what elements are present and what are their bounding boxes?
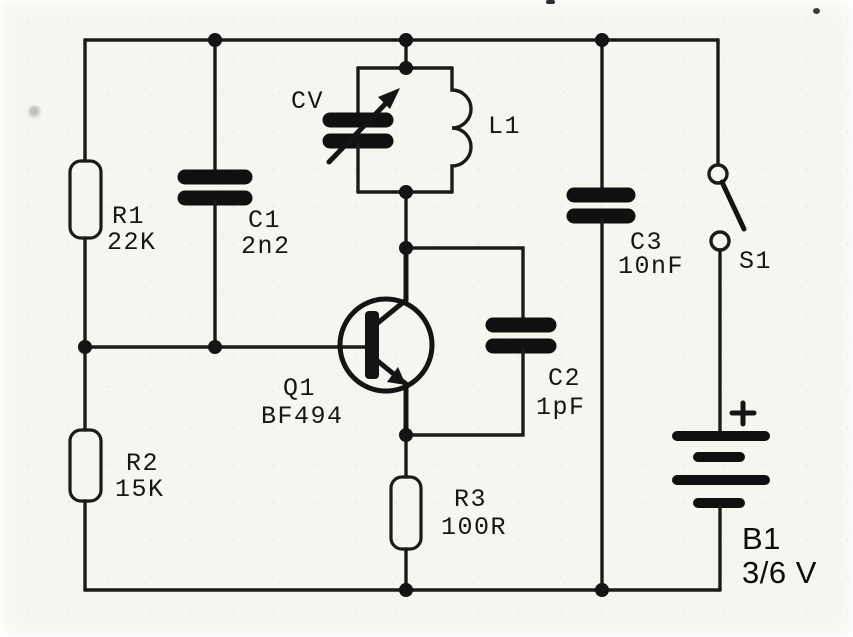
transistor-q1-emitter: [371, 355, 409, 438]
capacitor-c3-value: 10nF: [618, 252, 684, 281]
battery-b1-plus-icon: [729, 400, 757, 427]
transistor-q1-envelope: [337, 296, 435, 394]
junction-dot: [399, 241, 413, 255]
capacitor-c2: C2 1pF: [404, 246, 586, 437]
switch-s1: S1: [707, 163, 772, 276]
capacitor-c2-ref: C2: [548, 364, 581, 393]
capacitor-cv: CV: [291, 66, 400, 194]
junction-dot: [595, 583, 609, 597]
resistor-r1-ref: R1: [112, 202, 145, 231]
resistor-r1: R1 22K: [68, 159, 157, 257]
junction-dot: [399, 583, 413, 597]
resistor-r2-body: [68, 428, 103, 503]
inductor-l1: L1: [450, 66, 521, 194]
resistor-r3-body: [389, 475, 423, 551]
transistor-q1-collector: [371, 245, 409, 329]
junction-dot: [208, 340, 222, 354]
resistor-r3-value: 100R: [441, 513, 507, 542]
scan-smudge-artifact: [27, 105, 43, 119]
scan-speck-artifact: [813, 8, 820, 14]
transistor-q1-ref: Q1: [283, 374, 316, 403]
switch-s1-ref: S1: [739, 247, 772, 276]
capacitor-c3: C3 10nF: [566, 38, 684, 592]
capacitor-c2-value: 1pF: [536, 393, 586, 422]
resistor-r1-value: 22K: [107, 228, 157, 257]
junction-dot: [399, 185, 413, 199]
capacitor-c1-ref: C1: [248, 206, 281, 235]
junction-dots: [78, 33, 609, 597]
resistor-r2-ref: R2: [126, 449, 159, 478]
capacitor-c2-lead-top: [404, 246, 525, 323]
resistor-r2: R2 15K: [68, 428, 165, 504]
transistor-q1-value: BF494: [261, 402, 344, 431]
capacitor-c1: C1 2n2: [177, 38, 291, 349]
capacitor-c3-ref: C3: [630, 228, 663, 257]
capacitor-cv-ref: CV: [291, 87, 324, 116]
transistor-q1-emitter-arrowhead: [387, 367, 406, 385]
junction-dot: [78, 340, 92, 354]
junction-dot: [208, 33, 222, 47]
capacitor-cv-arrow-shaft: [326, 93, 396, 165]
transistor-q1: Q1 BF494: [261, 245, 435, 438]
junction-dot: [595, 33, 609, 47]
switch-s1-contact-top: [707, 163, 729, 185]
capacitor-cv-arrowhead: [378, 88, 400, 109]
switch-s1-blade: [719, 179, 747, 232]
resistor-r2-value: 15K: [115, 475, 165, 504]
battery-b1-ref: B1: [742, 521, 781, 556]
junction-dot: [399, 33, 413, 47]
inductor-l1-coil: [450, 66, 473, 194]
battery-b1: B1 3/6 V: [672, 248, 817, 592]
resistor-r3: R3 100R: [389, 433, 507, 592]
junction-dot: [399, 428, 413, 442]
resistor-r1-body: [68, 159, 103, 240]
capacitor-c2-lead-bottom: [404, 348, 525, 437]
junction-dot: [399, 61, 413, 75]
scan-speck-artifact: [546, 0, 555, 4]
battery-b1-value: 3/6 V: [742, 555, 817, 590]
resistor-r3-ref: R3: [454, 485, 487, 514]
inductor-l1-ref: L1: [488, 112, 521, 141]
wiring: [83, 38, 722, 592]
switch-s1-contact-bottom: [709, 230, 731, 252]
capacitor-c1-value: 2n2: [241, 232, 291, 261]
